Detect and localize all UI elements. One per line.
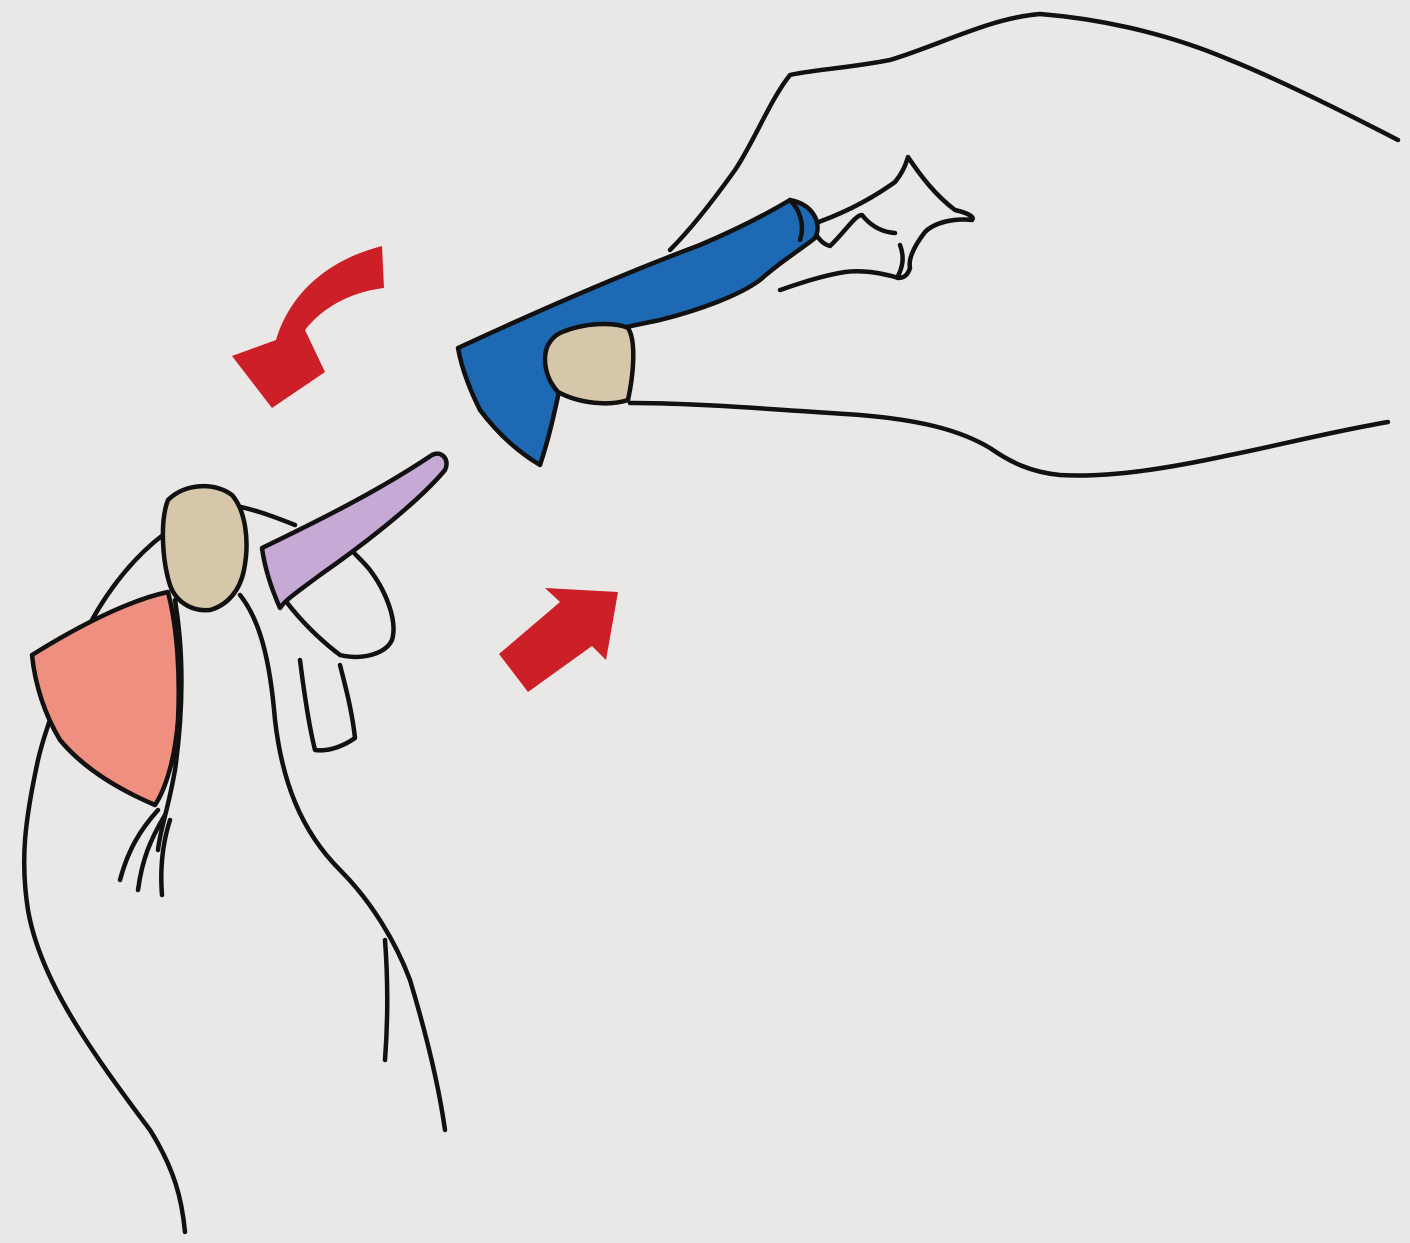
right-fingernail-line [898, 245, 903, 276]
right-thumb-lower-outline [630, 403, 1388, 476]
left-palm-line [385, 940, 387, 1060]
bottle-nozzle [262, 454, 447, 608]
arrow-up-right-icon [499, 588, 618, 692]
right-thumbnail [545, 324, 633, 403]
remove-cap-arrow [232, 246, 384, 408]
left-thumbnail [163, 486, 247, 610]
bottle-base [32, 592, 179, 805]
curved-arrow-left-icon [232, 246, 384, 408]
replace-cap-arrow [499, 588, 618, 692]
left-knuckle-crease-1 [120, 810, 158, 880]
left-hand [24, 505, 445, 1232]
left-middle-finger-outline [300, 660, 355, 750]
blue-cap [458, 200, 818, 465]
